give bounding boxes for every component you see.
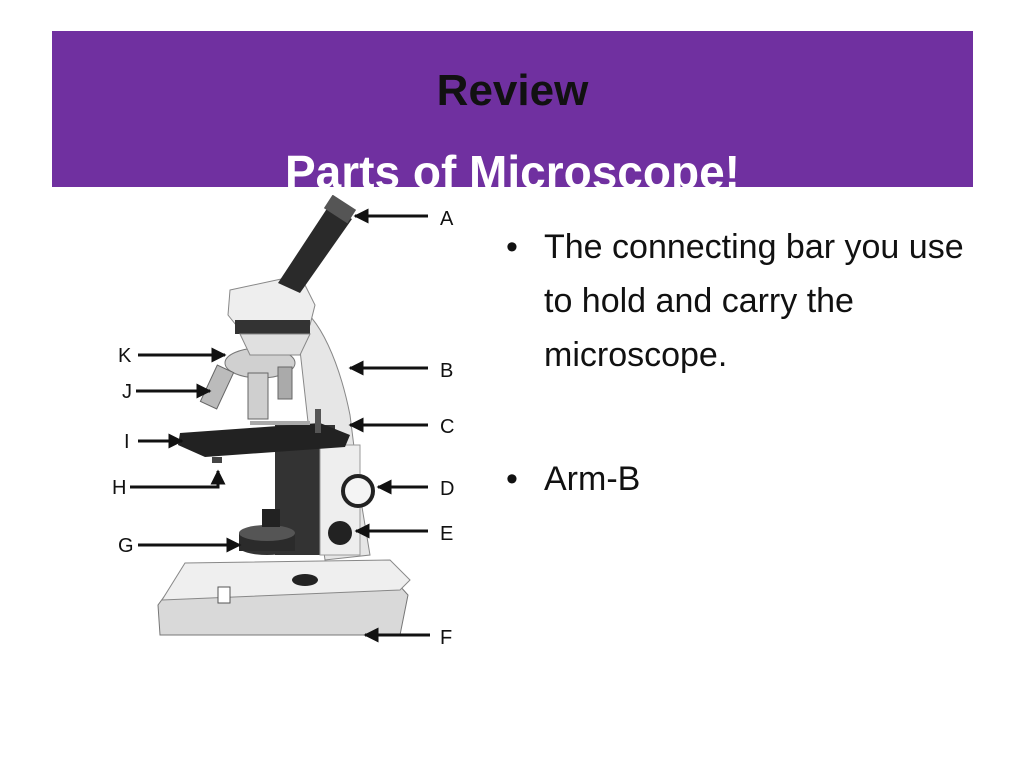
bullet-text: Arm-B xyxy=(544,460,641,498)
label-a: A xyxy=(440,208,454,230)
microscope-illustration xyxy=(157,195,411,636)
label-k: K xyxy=(118,345,132,367)
title-review: Review xyxy=(436,66,589,115)
label-arrows xyxy=(130,208,430,643)
bullet-list: • The connecting bar you use to hold and… xyxy=(502,220,972,506)
bullet-item: • The connecting bar you use to hold and… xyxy=(502,220,972,382)
label-h: H xyxy=(112,477,126,499)
label-g: G xyxy=(118,535,134,557)
bullet-text: The connecting bar you use to hold and c… xyxy=(544,228,964,374)
bullet-item: • Arm-B xyxy=(502,452,972,506)
label-j: J xyxy=(122,381,132,403)
title-parts-of-microscope: Parts of Microscope! xyxy=(285,146,740,198)
label-f: F xyxy=(440,627,452,649)
label-e: E xyxy=(440,523,453,545)
title-banner: Review Parts of Microscope! xyxy=(52,31,973,195)
label-c: C xyxy=(440,416,454,438)
microscope-diagram: A B C D E F G H I J K xyxy=(112,195,454,649)
bullet-symbol: • xyxy=(506,228,518,266)
label-b: B xyxy=(440,360,453,382)
label-d: D xyxy=(440,478,454,500)
label-i: I xyxy=(124,431,130,453)
bullet-symbol: • xyxy=(506,460,518,498)
